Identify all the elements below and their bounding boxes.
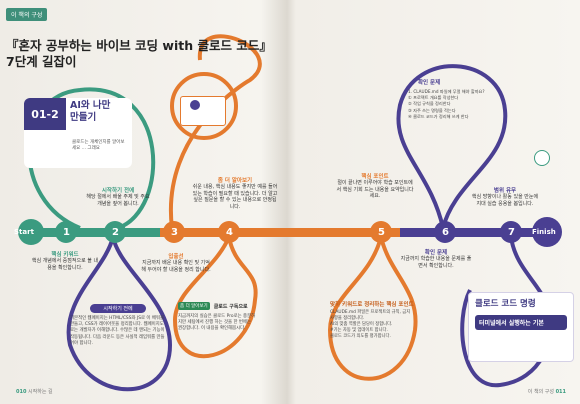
finish-label: Finish	[532, 228, 556, 236]
command-subtitle: 터미널에서 실행하는 기본	[475, 315, 567, 330]
node-1-number: 1	[63, 227, 70, 238]
command-title: 클로드 코드 명령	[475, 299, 536, 309]
start-bubble-title: 시작하기 전에	[90, 304, 146, 313]
keyword-list: CLAUDE.md 파일은 프로젝트의 규칙, 금지 사항을 정리합니다. AI…	[330, 310, 414, 340]
chapter-title: AI와 나만 만들기	[70, 100, 110, 124]
purple-upper-loop	[396, 64, 508, 229]
footer-right-note: 이 책의 구성	[527, 389, 554, 395]
keyword-item: AI의 맞춤 역할은 담당이 정합니다.	[330, 322, 393, 327]
confirm-list: 1. CLAUDE.md 파일에 무얼 해야 할까요? ① 프로젝트 개요를 작…	[408, 89, 502, 120]
start-bubble-text: 기본적인 웹페이지는 HTML/CSS와 JS로 이 배워볼 만들고, CSS가…	[70, 316, 165, 346]
step-4-text: 지금까지 배운 내용 확인 및 기억해 두어야 할 내용을 정리 합니다.	[141, 260, 211, 273]
node-7	[500, 221, 522, 243]
character-icon	[190, 100, 200, 110]
timeline-segment-teal	[20, 228, 170, 237]
chapter-title-line-1: AI와 나만	[70, 100, 111, 111]
section-tag: 이 책의 구성	[6, 8, 48, 21]
keyword-item: CLAUDE.md 파일은 프로젝트의 규칙, 금지 사항을 정리합니다.	[330, 310, 411, 321]
chapter-title-line-2: 만들기	[70, 112, 97, 123]
illustration-card	[180, 96, 226, 126]
step-5: 핵심 포인트 절이 끝나면 이루어야 학습 포인트에서 핵심 기회 드는 내용을…	[336, 172, 414, 200]
step-7-text: 핵심 방향이나 활동 있을 만눈에 지대 실습 응용을 봅입니다.	[471, 194, 539, 207]
purple-lower-right-loop	[460, 236, 552, 388]
confirm-title: 확인 문제	[418, 80, 441, 86]
node-3-number: 3	[171, 227, 178, 238]
step-1: 핵심 키워드 핵심 개념에서 중점적으로 볼 내용을 확인합니다.	[30, 250, 100, 271]
confirm-bubble: 확인 문제 1. CLAUDE.md 파일에 무얼 해야 할까요? ① 프로젝트…	[408, 78, 502, 142]
step-2: 시작하기 전에 해당 절에서 배울 주제 및 주요 개념을 짚어 봅니다.	[86, 186, 150, 207]
step-5-label: 핵심 포인트	[361, 174, 389, 180]
page-number-left: 010	[16, 389, 27, 395]
headphone-character-icon	[534, 150, 550, 166]
node-5-number: 5	[378, 227, 385, 238]
page-title: 『혼자 공부하는 바이브 코딩 with 클로드 코드』 7단계 길잡이	[6, 38, 286, 70]
tip-bubble: 좀 더 알아보기 클로드 구독으로 지금까지의 실습은 클로드 Pro로는 충분…	[178, 302, 256, 374]
tip-header: 좀 더 알아보기 클로드 구독으로	[178, 302, 256, 310]
purple-lower-loop	[66, 236, 173, 392]
timeline-segment-purple	[400, 228, 545, 237]
orange-upper-loop	[168, 34, 262, 229]
finish-node	[532, 217, 562, 247]
step-1-label: 핵심 키워드	[51, 252, 79, 258]
step-6-text: 지금까지 학습한 내용을 문제를 풀면서 확인합니다.	[400, 256, 472, 269]
command-box: 클로드 코드 명령 터미널에서 실행하는 기본	[468, 292, 574, 362]
footer-left-note: 시작하는 길	[28, 389, 53, 395]
confirm-item: 1. CLAUDE.md 파일에 무얼 해야 할까요?	[408, 89, 485, 94]
title-line-1: 『혼자 공부하는 바이브 코딩 with 클로드 코드』	[6, 38, 272, 53]
node-5	[370, 221, 392, 243]
keyword-bubble: 맞히 키워드로 정리하는 핵심 포인트 CLAUDE.md 파일은 프로젝트의 …	[330, 300, 414, 380]
node-7-number: 7	[508, 227, 515, 238]
step-6-label: 확인 문제	[424, 250, 448, 256]
footer-right: 이 책의 구성 011	[528, 388, 566, 395]
step-7: 범위 유무 핵심 방향이나 활동 있을 만눈에 지대 실습 응용을 봅입니다.	[470, 186, 540, 207]
step-2-text: 해당 절에서 배울 주제 및 주요 개념을 짚어 봅니다.	[86, 194, 150, 207]
step-4-label: 입출선	[168, 254, 184, 260]
chapter-number: 01-2	[24, 98, 66, 130]
orange-circle-3	[170, 72, 238, 140]
title-line-2: 7단계 길잡이	[6, 54, 77, 69]
step-4: 입출선 지금까지 배운 내용 확인 및 기억해 두어야 할 내용을 정리 합니다…	[140, 252, 212, 273]
teal-loop	[27, 87, 156, 230]
node-6-number: 6	[442, 227, 449, 238]
orange-lower-loop	[172, 236, 258, 359]
confirm-item: ② 작업 규칙을 정리한다	[408, 101, 451, 107]
step-6: 확인 문제 지금까지 학습한 내용을 문제를 풀면서 확인합니다.	[400, 248, 472, 269]
timeline-segment-orange	[160, 228, 405, 237]
page-number-right: 011	[555, 389, 566, 395]
node-1	[55, 221, 77, 243]
step-3-text: 쉬운 내용, 핵심 내용도 좋지만 예를 들어 있는 학습이 필요할 때 있습니…	[192, 184, 278, 210]
orange-right-loop	[327, 236, 418, 381]
step-7-label: 범위 유무	[493, 188, 517, 194]
step-3-label: 좀 더 알아보기	[217, 178, 253, 184]
node-6	[434, 221, 456, 243]
tip-text: 지금까지의 실습은 클로드 Pro로는 충분하지만 세팅에서 진행 하는 것을 …	[178, 314, 256, 332]
chapter-note: 클로드는 개체인지를 알아보세요 ... 그래요	[72, 140, 125, 151]
tip-label: 좀 더 알아보기	[178, 302, 210, 310]
start-bubble: 시작하기 전에 기본적인 웹페이지는 HTML/CSS와 JS로 이 배워볼 만…	[70, 304, 166, 374]
keyword-item: #기는 자동 및 업데이트 합니다.	[330, 328, 388, 333]
node-4-number: 4	[226, 227, 233, 238]
step-3: 좀 더 알아보기 쉬운 내용, 핵심 내용도 좋지만 예를 들어 있는 학습이 …	[192, 176, 278, 210]
confirm-item: ① 프로젝트 개요를 작성한다	[408, 95, 459, 101]
keyword-title: 맞히 키워드로 정리하는 핵심 포인트	[330, 302, 414, 308]
node-3	[163, 221, 185, 243]
node-4	[218, 221, 240, 243]
start-node	[18, 219, 44, 245]
step-5-text: 절이 끝나면 이루어야 학습 포인트에서 핵심 기회 드는 내용을 요약입니다 …	[336, 180, 414, 199]
node-2-number: 2	[112, 227, 119, 238]
node-2	[104, 221, 126, 243]
chapter-card: 01-2 AI와 나만 만들기 클로드는 개체인지를 알아보세요 ... 그래요	[24, 98, 132, 168]
keyword-item: 클로드 코드가 의도를 평가합니다.	[330, 334, 391, 339]
step-2-label: 시작하기 전에	[101, 188, 135, 194]
step-1-text: 핵심 개념에서 중점적으로 볼 내용을 확인합니다.	[31, 258, 99, 271]
tip-sub: 클로드 구독으로	[213, 303, 248, 310]
confirm-item: ④ 클로드 코드가 정리해 쓰게 한다	[408, 113, 469, 119]
confirm-item: ③ 자주 쓰는 명령을 적는다	[408, 107, 456, 113]
start-label: Start	[14, 228, 34, 236]
timeline-nodes	[55, 221, 522, 243]
footer-left: 010 시작하는 길	[16, 388, 53, 395]
